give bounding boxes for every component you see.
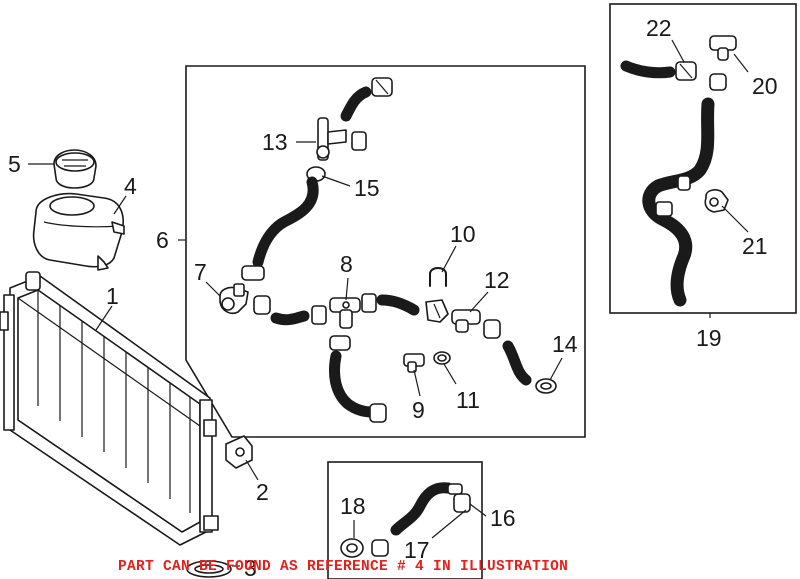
callout-labels: 1 2 3 4 5 6 7 8 9 10 11 12 13 14 15 16 1… — [8, 15, 778, 579]
retaining-clip-10 — [429, 267, 447, 287]
callout-4: 4 — [124, 173, 137, 199]
connector-20 — [709, 35, 737, 61]
clamp-mid-left — [241, 265, 265, 281]
callout-16: 16 — [490, 505, 516, 531]
callout-15: 15 — [354, 175, 380, 201]
clamp-lower-2 — [369, 403, 387, 423]
clamp-17 — [371, 539, 389, 557]
clamp-16 — [447, 483, 471, 513]
tee-connector-8 — [329, 297, 361, 329]
callout-12: 12 — [484, 267, 510, 293]
callout-13: 13 — [262, 129, 288, 155]
clamp-left-1 — [253, 295, 271, 315]
callout-7: 7 — [194, 259, 207, 285]
radiator-bracket — [225, 435, 253, 469]
callout-19: 19 — [696, 325, 722, 351]
callout-10: 10 — [450, 221, 476, 247]
callout-20: 20 — [752, 73, 778, 99]
clamp-center-1 — [361, 293, 377, 313]
elbow-connector-7 — [219, 283, 249, 315]
group-16-frame — [327, 461, 483, 579]
tee-connector-13 — [316, 117, 347, 161]
clamp-top — [371, 77, 393, 97]
o-ring-11 — [433, 351, 451, 365]
callout-17: 17 — [404, 537, 430, 563]
clamp-left-2 — [311, 305, 327, 325]
callout-3: 3 — [244, 555, 257, 579]
reservoir-cap-seal — [186, 560, 232, 578]
bleeder-screw-9 — [403, 353, 425, 373]
clamp-lower-1 — [329, 335, 351, 351]
callout-11: 11 — [456, 387, 480, 413]
fitting-18 — [340, 538, 364, 558]
coolant-reservoir — [32, 192, 125, 271]
callout-18: 18 — [340, 493, 366, 519]
clamp-14 — [535, 378, 557, 394]
callout-9: 9 — [412, 397, 425, 423]
callout-2: 2 — [256, 479, 269, 505]
callout-6: 6 — [156, 227, 169, 253]
leader-lines — [28, 39, 749, 567]
group-19-frame — [609, 3, 797, 314]
tee-connector-12 — [451, 309, 481, 333]
hose-19-clamp — [655, 201, 673, 217]
group-6-frame — [185, 65, 586, 438]
radiator — [0, 271, 219, 546]
callout-22: 22 — [646, 15, 672, 41]
callout-5: 5 — [8, 151, 21, 177]
callout-21: 21 — [742, 233, 768, 259]
reference-note: PART CAN BE FOUND AS REFERENCE # 4 IN IL… — [118, 559, 568, 575]
callout-14: 14 — [552, 331, 578, 357]
clamp-22 — [675, 61, 697, 81]
callout-8: 8 — [340, 251, 353, 277]
clamp-right-1 — [483, 319, 501, 339]
reservoir-cap — [53, 149, 97, 189]
clamp-upper-right — [351, 131, 367, 151]
clamp-10 — [425, 299, 449, 323]
clamp-20 — [709, 73, 727, 91]
hose-19-band — [677, 175, 691, 191]
callout-1: 1 — [106, 283, 119, 309]
